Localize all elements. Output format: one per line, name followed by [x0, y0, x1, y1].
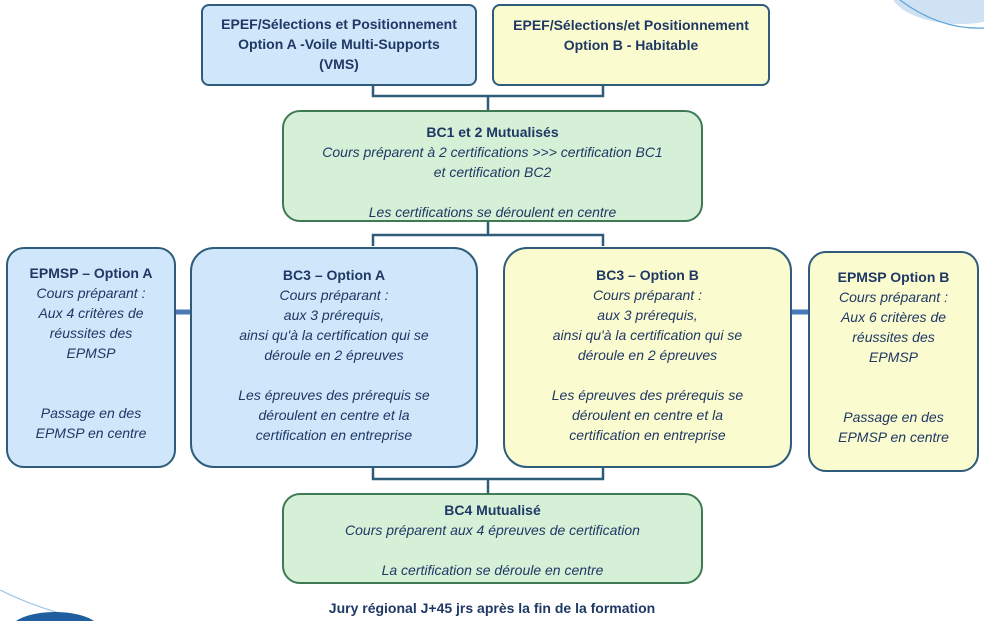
bc1-2-title: BC1 et 2 Mutualisés: [426, 124, 559, 140]
corner-decoration-bottom-left: [0, 590, 94, 621]
epmsp-a-line4: EPMSP: [66, 345, 116, 361]
epmsp-a-line2: Aux 4 critères de: [38, 305, 144, 321]
bc3-b-line6: déroulent en centre et la: [572, 407, 723, 423]
epmsp-b-line6: EPMSP en centre: [838, 429, 949, 445]
epmsp-a-line6: EPMSP en centre: [35, 425, 147, 441]
bc4-box: BC4 Mutualisé Cours préparent aux 4 épre…: [282, 493, 703, 584]
option-a-selection-line2: Option A -Voile Multi-Supports: [238, 36, 440, 52]
bc3-option-a-box: BC3 – Option A Cours préparant : aux 3 p…: [190, 247, 478, 468]
bc3-a-line7: certification en entreprise: [255, 427, 413, 443]
epmsp-a-line5: Passage en des: [40, 405, 142, 421]
bc3-b-line7: certification en entreprise: [569, 427, 726, 443]
epmsp-b-line4: EPMSP: [868, 349, 918, 365]
epmsp-option-b-box: EPMSP Option B Cours préparant : Aux 6 c…: [808, 251, 979, 472]
bc4-line1: Cours préparent aux 4 épreuves de certif…: [345, 522, 640, 538]
option-b-selection-line2: Option B - Habitable: [563, 37, 699, 53]
bc3-option-b-box: BC3 – Option B Cours préparant : aux 3 p…: [503, 247, 792, 468]
option-a-selection-box: EPEF/Sélections et Positionnement Option…: [201, 4, 477, 86]
bc1-2-line2: et certification BC2: [433, 164, 552, 180]
bc3-a-line5: Les épreuves des prérequis se: [238, 387, 430, 403]
epmsp-b-line5: Passage en des: [843, 409, 944, 425]
bc4-title: BC4 Mutualisé: [444, 502, 541, 518]
footer-jury-note: Jury régional J+45 jrs après la fin de l…: [328, 600, 656, 616]
bc3-a-line4: déroule en 2 épreuves: [264, 347, 404, 363]
epmsp-option-a-box: EPMSP – Option A Cours préparant : Aux 4…: [6, 247, 176, 468]
bc3-b-line2: aux 3 prérequis,: [597, 307, 698, 323]
epmsp-b-line1: Cours préparant :: [839, 289, 948, 305]
option-b-selection-box: EPEF/Sélections/et Positionnement Option…: [492, 4, 770, 86]
epmsp-b-line2: Aux 6 critères de: [840, 309, 947, 325]
option-b-selection-line1: EPEF/Sélections/et Positionnement: [513, 17, 749, 33]
option-a-selection-line1: EPEF/Sélections et Positionnement: [221, 16, 457, 32]
epmsp-b-title: EPMSP Option B: [837, 269, 950, 285]
corner-decoration-top-right: [893, 0, 984, 29]
bc3-a-line3: ainsi qu'à la certification qui se: [239, 327, 429, 343]
epmsp-a-line3: réussites des: [49, 325, 133, 341]
bc3-b-line3: ainsi qu'à la certification qui se: [552, 327, 743, 343]
epmsp-a-line1: Cours préparant :: [36, 285, 146, 301]
bc3-b-title: BC3 – Option B: [596, 267, 699, 283]
bc1-2-line1: Cours préparent à 2 certifications >>> c…: [322, 144, 663, 160]
bc3-a-line6: déroulent en centre et la: [258, 407, 410, 423]
bc1-2-line3: Les certifications se déroulent en centr…: [368, 204, 617, 220]
epmsp-b-line3: réussites des: [852, 329, 935, 345]
bc3-b-line1: Cours préparant :: [593, 287, 702, 303]
bc1-2-box: BC1 et 2 Mutualisés Cours préparent à 2 …: [282, 110, 703, 222]
bc3-a-title: BC3 – Option A: [282, 267, 386, 283]
epmsp-a-title: EPMSP – Option A: [29, 265, 153, 281]
bc4-line2: La certification se déroule en centre: [381, 562, 604, 578]
bc3-b-line5: Les épreuves des prérequis se: [551, 387, 744, 403]
bc3-b-line4: déroule en 2 épreuves: [577, 347, 718, 363]
bc3-a-line1: Cours préparant :: [279, 287, 389, 303]
bc3-a-line2: aux 3 prérequis,: [283, 307, 385, 323]
option-a-selection-line3: (VMS): [319, 56, 359, 72]
